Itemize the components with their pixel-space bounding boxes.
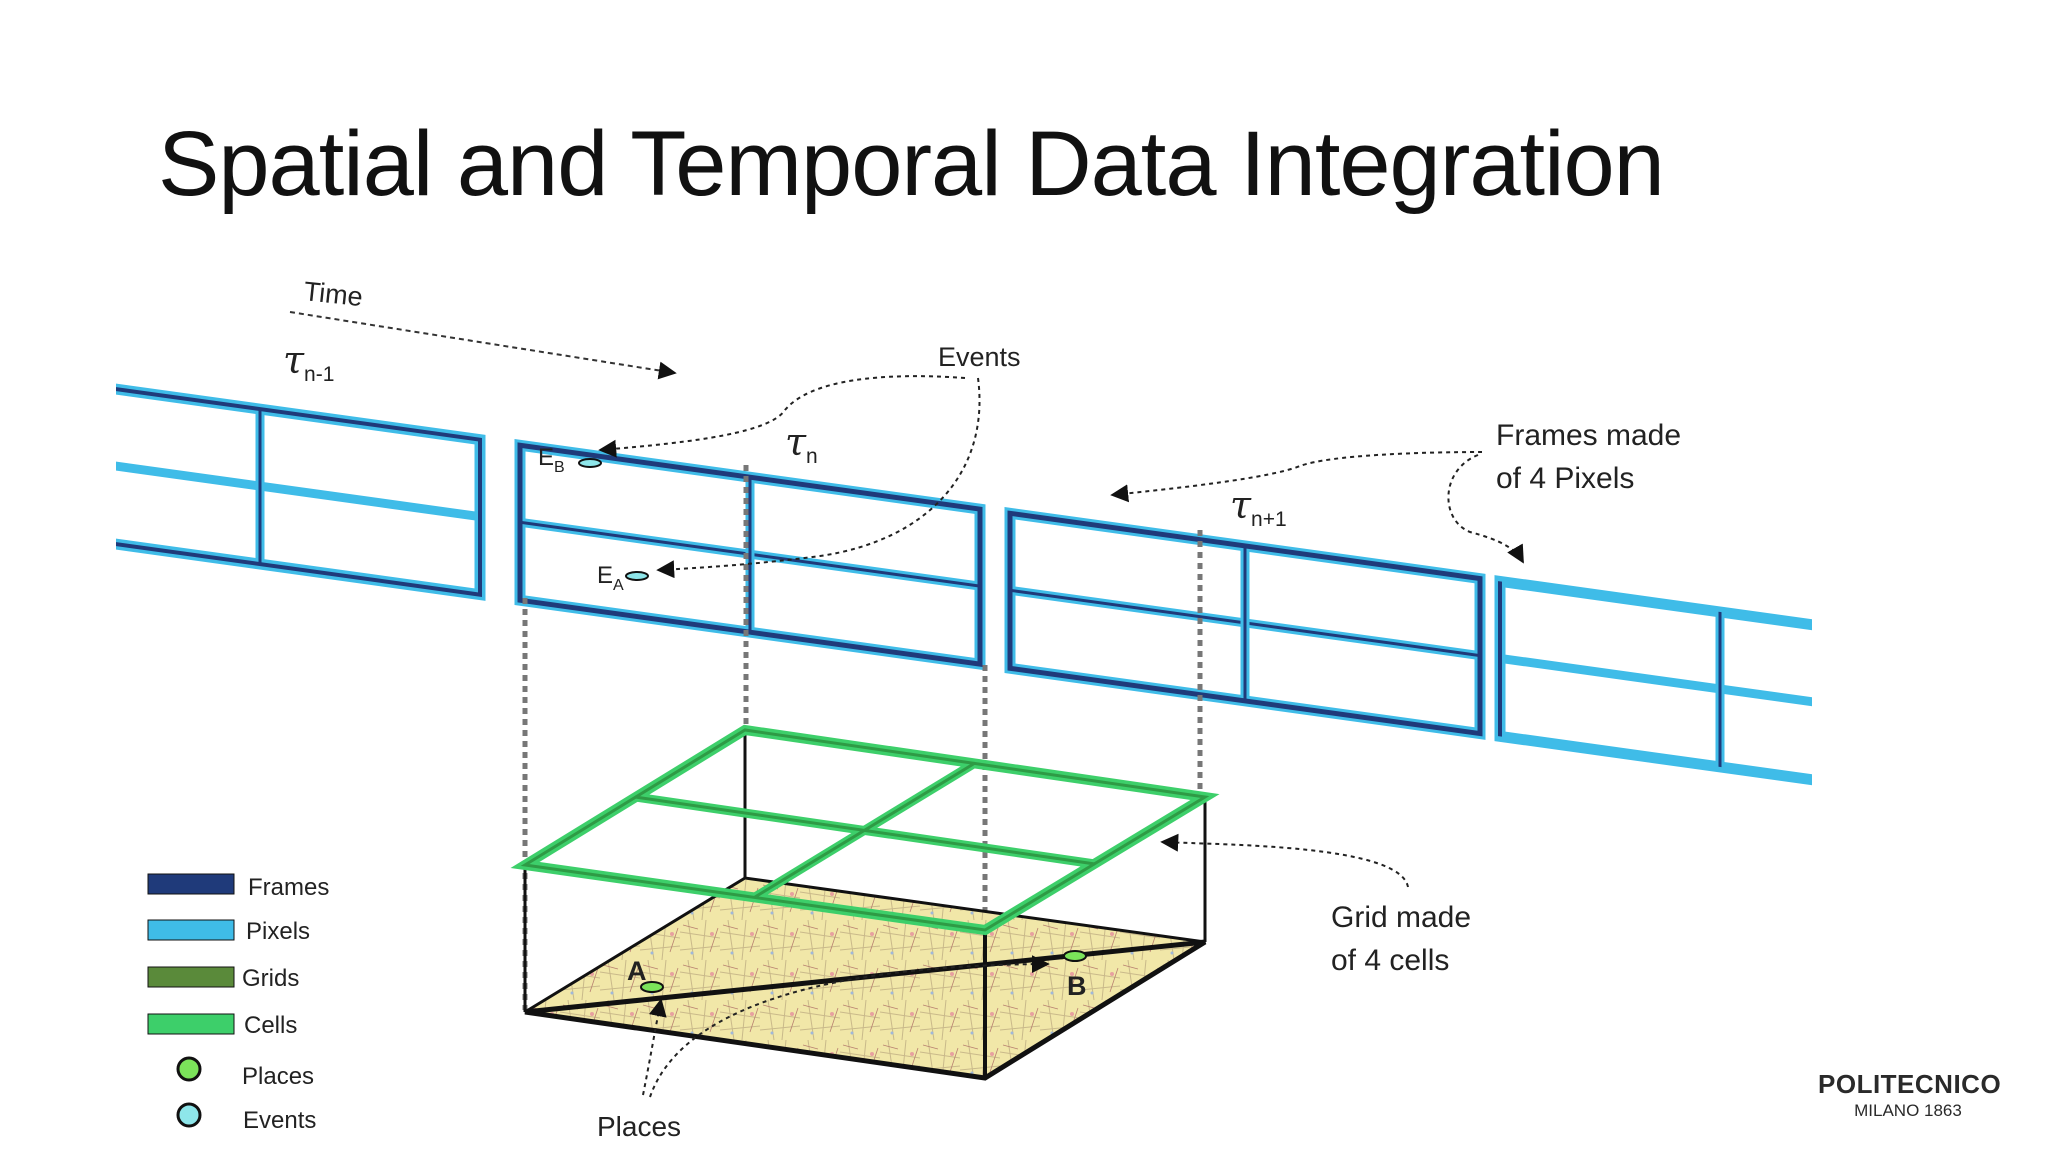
event-a-label: EA — [597, 562, 624, 594]
grid-box: A B — [510, 724, 1220, 1081]
legend-label-events: Events — [243, 1107, 316, 1134]
legend-label-places: Places — [242, 1063, 314, 1090]
events-label: Events — [938, 342, 1021, 372]
legend-swatch-grids — [147, 966, 235, 988]
frame-n — [514, 438, 986, 671]
grid-made-line1: Grid made — [1331, 901, 1471, 934]
frame-n-plus-1 — [1004, 507, 1486, 740]
legend-label-pixels: Pixels — [246, 918, 310, 945]
frames-arrow-left — [1110, 451, 1483, 503]
grid-arrow — [1160, 833, 1409, 888]
grid-made-line2: of 4 cells — [1331, 944, 1449, 977]
time-arrow — [289, 311, 677, 380]
tau-n-plus-1-label: τn+1 — [1230, 483, 1287, 531]
legend-label-grids: Grids — [242, 965, 299, 992]
legend-swatch-places — [176, 1056, 202, 1082]
frames-made-line1: Frames made — [1496, 419, 1681, 452]
legend-label-cells: Cells — [244, 1012, 297, 1039]
legend-label-frames: Frames — [248, 874, 329, 901]
place-b-marker — [1063, 950, 1087, 962]
politecnico-logo: POLITECNICO MILANO 1863 — [1818, 1069, 2002, 1121]
place-b-label: B — [1067, 971, 1087, 1001]
places-arrow-a — [642, 998, 667, 1096]
legend-swatch-cells — [147, 1013, 235, 1035]
slide-title: Spatial and Temporal Data Integration — [158, 113, 1665, 215]
logo-line1: POLITECNICO — [1818, 1069, 2002, 1099]
time-label: Time — [302, 276, 364, 312]
event-a-marker — [625, 571, 649, 581]
place-a-marker — [640, 981, 664, 993]
tau-n-label: τn — [785, 420, 818, 468]
legend-swatch-events — [176, 1102, 202, 1128]
tau-n-minus-1-label: τn-1 — [283, 338, 334, 386]
legend-swatch-pixels — [147, 919, 235, 941]
frames-made-line2: of 4 Pixels — [1496, 462, 1634, 495]
places-label: Places — [597, 1111, 681, 1142]
legend: Frames Pixels Grids Cells Places Events — [147, 873, 329, 1134]
logo-line2: MILANO 1863 — [1854, 1101, 1962, 1120]
event-b-marker — [578, 458, 602, 468]
event-b-label: EB — [538, 444, 565, 476]
grid-cells — [510, 724, 1220, 936]
legend-swatch-frames — [147, 873, 235, 895]
events-arrow-a — [656, 377, 981, 579]
events-arrow-b — [598, 375, 966, 458]
place-a-label: A — [627, 956, 647, 986]
places-arrow-b — [649, 955, 1050, 1098]
